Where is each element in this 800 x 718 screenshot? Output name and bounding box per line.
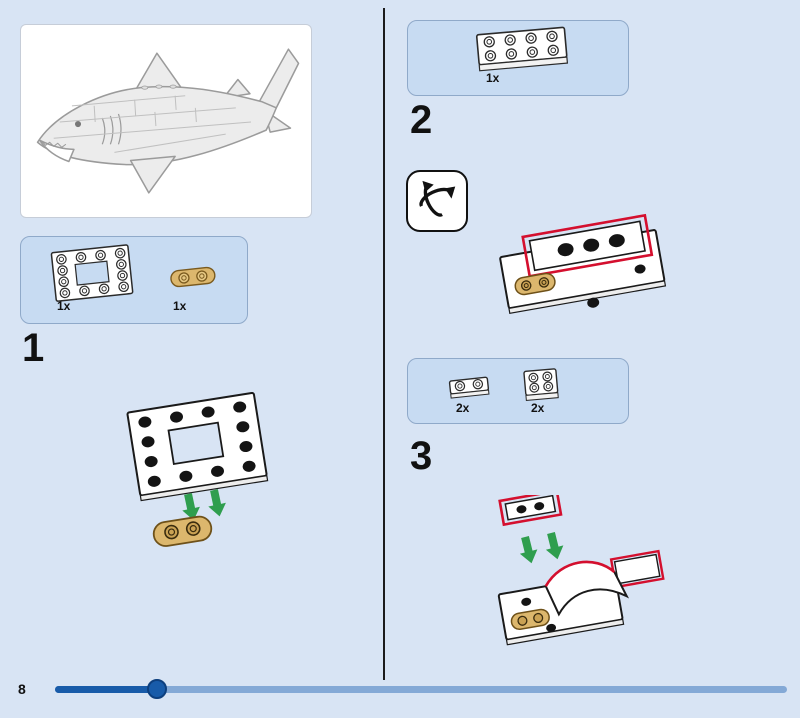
placement-highlight-red: [521, 213, 654, 278]
part-count-label: 2x: [531, 401, 545, 415]
plate-2x2-part-icon: [523, 368, 559, 401]
green-arrow-icon: [182, 489, 226, 521]
step2-parts-panel: 1x: [407, 20, 629, 96]
rotate-model-icon: [406, 170, 468, 232]
step1-assembly-diagram: [126, 392, 269, 547]
progress-track[interactable]: [55, 686, 787, 693]
part-count-label: 1x: [57, 299, 71, 313]
page-number: 8: [18, 681, 26, 697]
progress-fill: [55, 686, 158, 693]
tan-plate-part-icon: [170, 266, 216, 288]
column-divider: [383, 8, 385, 680]
step2-number: 2: [410, 98, 433, 142]
progress-knob[interactable]: [147, 679, 167, 699]
step1-parts-panel: 1x 1x: [20, 236, 248, 324]
step3-parts-panel: 2x 2x: [407, 358, 629, 424]
part-count-label: 1x: [173, 299, 187, 313]
step2-assembly-diagram: [499, 213, 667, 315]
shark-model-image: [36, 48, 300, 194]
part-count-label: 2x: [456, 401, 470, 415]
step1-number: 1: [22, 326, 45, 370]
step3-number: 3: [410, 434, 433, 478]
frame-plate-part-icon: [50, 244, 134, 302]
plate-1x2-part-icon: [448, 376, 490, 399]
part-count-label: 1x: [486, 71, 500, 85]
model-preview-panel: [20, 24, 312, 218]
green-arrow-icon: [519, 532, 564, 564]
rotate-arrows-glyph: [419, 180, 456, 217]
step3-assembly-diagram: [497, 495, 665, 646]
placement-highlight-red: [498, 495, 563, 527]
plate-2x4-part-icon: [475, 26, 569, 72]
